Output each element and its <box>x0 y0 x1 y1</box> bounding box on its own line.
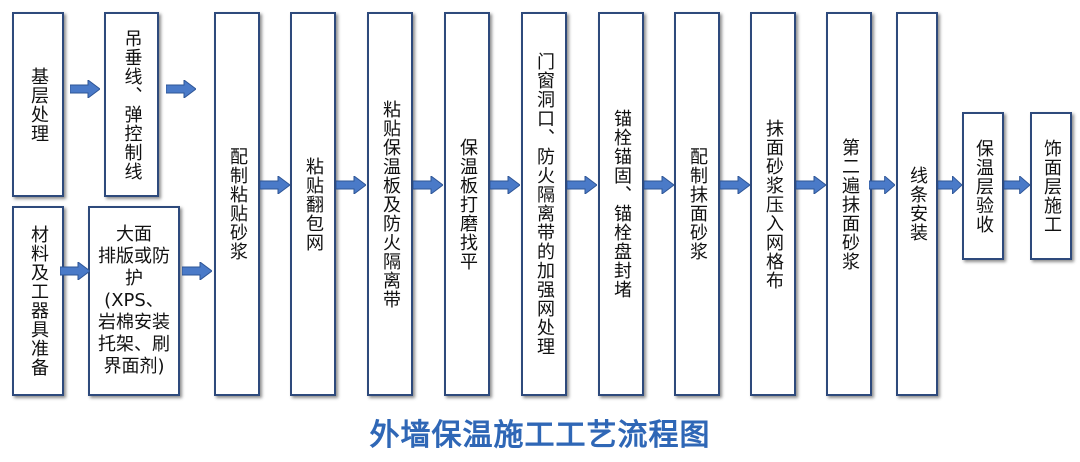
arrow-icon <box>720 176 750 194</box>
step-label: 配制抹面砂浆 <box>687 147 708 261</box>
step-second-coat: 第二遍抹面砂浆 <box>826 12 872 396</box>
step-label: 门窗洞口、防火隔离带的加强网处理 <box>534 52 555 356</box>
arrow-icon <box>644 176 674 194</box>
step-plumb-lines: 吊垂线、弹控制线 <box>104 12 159 197</box>
step-insulation-inspection: 保温层验收 <box>962 112 1004 260</box>
step-layout-protection: 大面 排版或防护 (XPS、 岩棉安装 托架、刷 界面剂) <box>88 206 180 396</box>
diagram-title: 外墙保温施工工艺流程图 <box>369 418 711 453</box>
arrow-icon <box>567 176 597 194</box>
arrow-icon <box>490 176 520 194</box>
step-mix-bonding-mortar: 配制粘贴砂浆 <box>214 12 260 396</box>
step-label: 锚栓锚固、锚栓盘封堵 <box>611 109 632 299</box>
step-wrap-mesh: 粘贴翻包网 <box>290 12 336 396</box>
step-label: 抹面砂浆压入网格布 <box>763 118 784 290</box>
arrow-icon <box>70 80 100 98</box>
step-embed-mesh: 抹面砂浆压入网格布 <box>750 12 796 396</box>
step-label: 粘贴保温板及防火隔离带 <box>380 99 401 309</box>
step-label: 线条安装 <box>907 166 928 242</box>
step-materials-prep: 材料及工器具准备 <box>12 206 64 396</box>
step-label: 配制粘贴砂浆 <box>227 147 248 261</box>
arrow-icon <box>182 262 212 280</box>
step-label: 材料及工器具准备 <box>28 225 49 377</box>
step-base-treatment: 基层处理 <box>12 12 64 197</box>
step-label: 吊垂线、弹控制线 <box>121 28 143 181</box>
step-sand-level: 保温板打磨找平 <box>444 12 490 396</box>
arrow-icon <box>1004 176 1030 194</box>
step-label: 粘贴翻包网 <box>303 156 324 252</box>
step-mix-plaster: 配制抹面砂浆 <box>674 12 720 396</box>
step-label: 第二遍抹面砂浆 <box>839 137 860 271</box>
step-anchoring: 锚栓锚固、锚栓盘封堵 <box>598 12 644 396</box>
arrow-icon <box>938 176 962 194</box>
step-label: 饰面层施工 <box>1041 138 1062 234</box>
arrow-icon <box>60 262 90 280</box>
step-label: 保温板打磨找平 <box>457 137 478 271</box>
arrow-icon <box>260 176 290 194</box>
arrow-icon <box>166 80 196 98</box>
step-label: 大面 排版或防护 (XPS、 岩棉安装 托架、刷 界面剂) <box>98 224 170 377</box>
arrow-icon <box>796 176 826 194</box>
arrow-icon <box>413 176 443 194</box>
step-opening-reinforcement: 门窗洞口、防火隔离带的加强网处理 <box>521 12 567 396</box>
arrow-icon <box>869 176 895 194</box>
step-label: 保温层验收 <box>973 138 994 234</box>
step-trim-install: 线条安装 <box>896 12 938 396</box>
step-install-boards: 粘贴保温板及防火隔离带 <box>367 12 413 396</box>
step-label: 基层处理 <box>28 66 49 143</box>
step-finish-layer: 饰面层施工 <box>1030 112 1072 260</box>
arrow-icon <box>336 176 366 194</box>
